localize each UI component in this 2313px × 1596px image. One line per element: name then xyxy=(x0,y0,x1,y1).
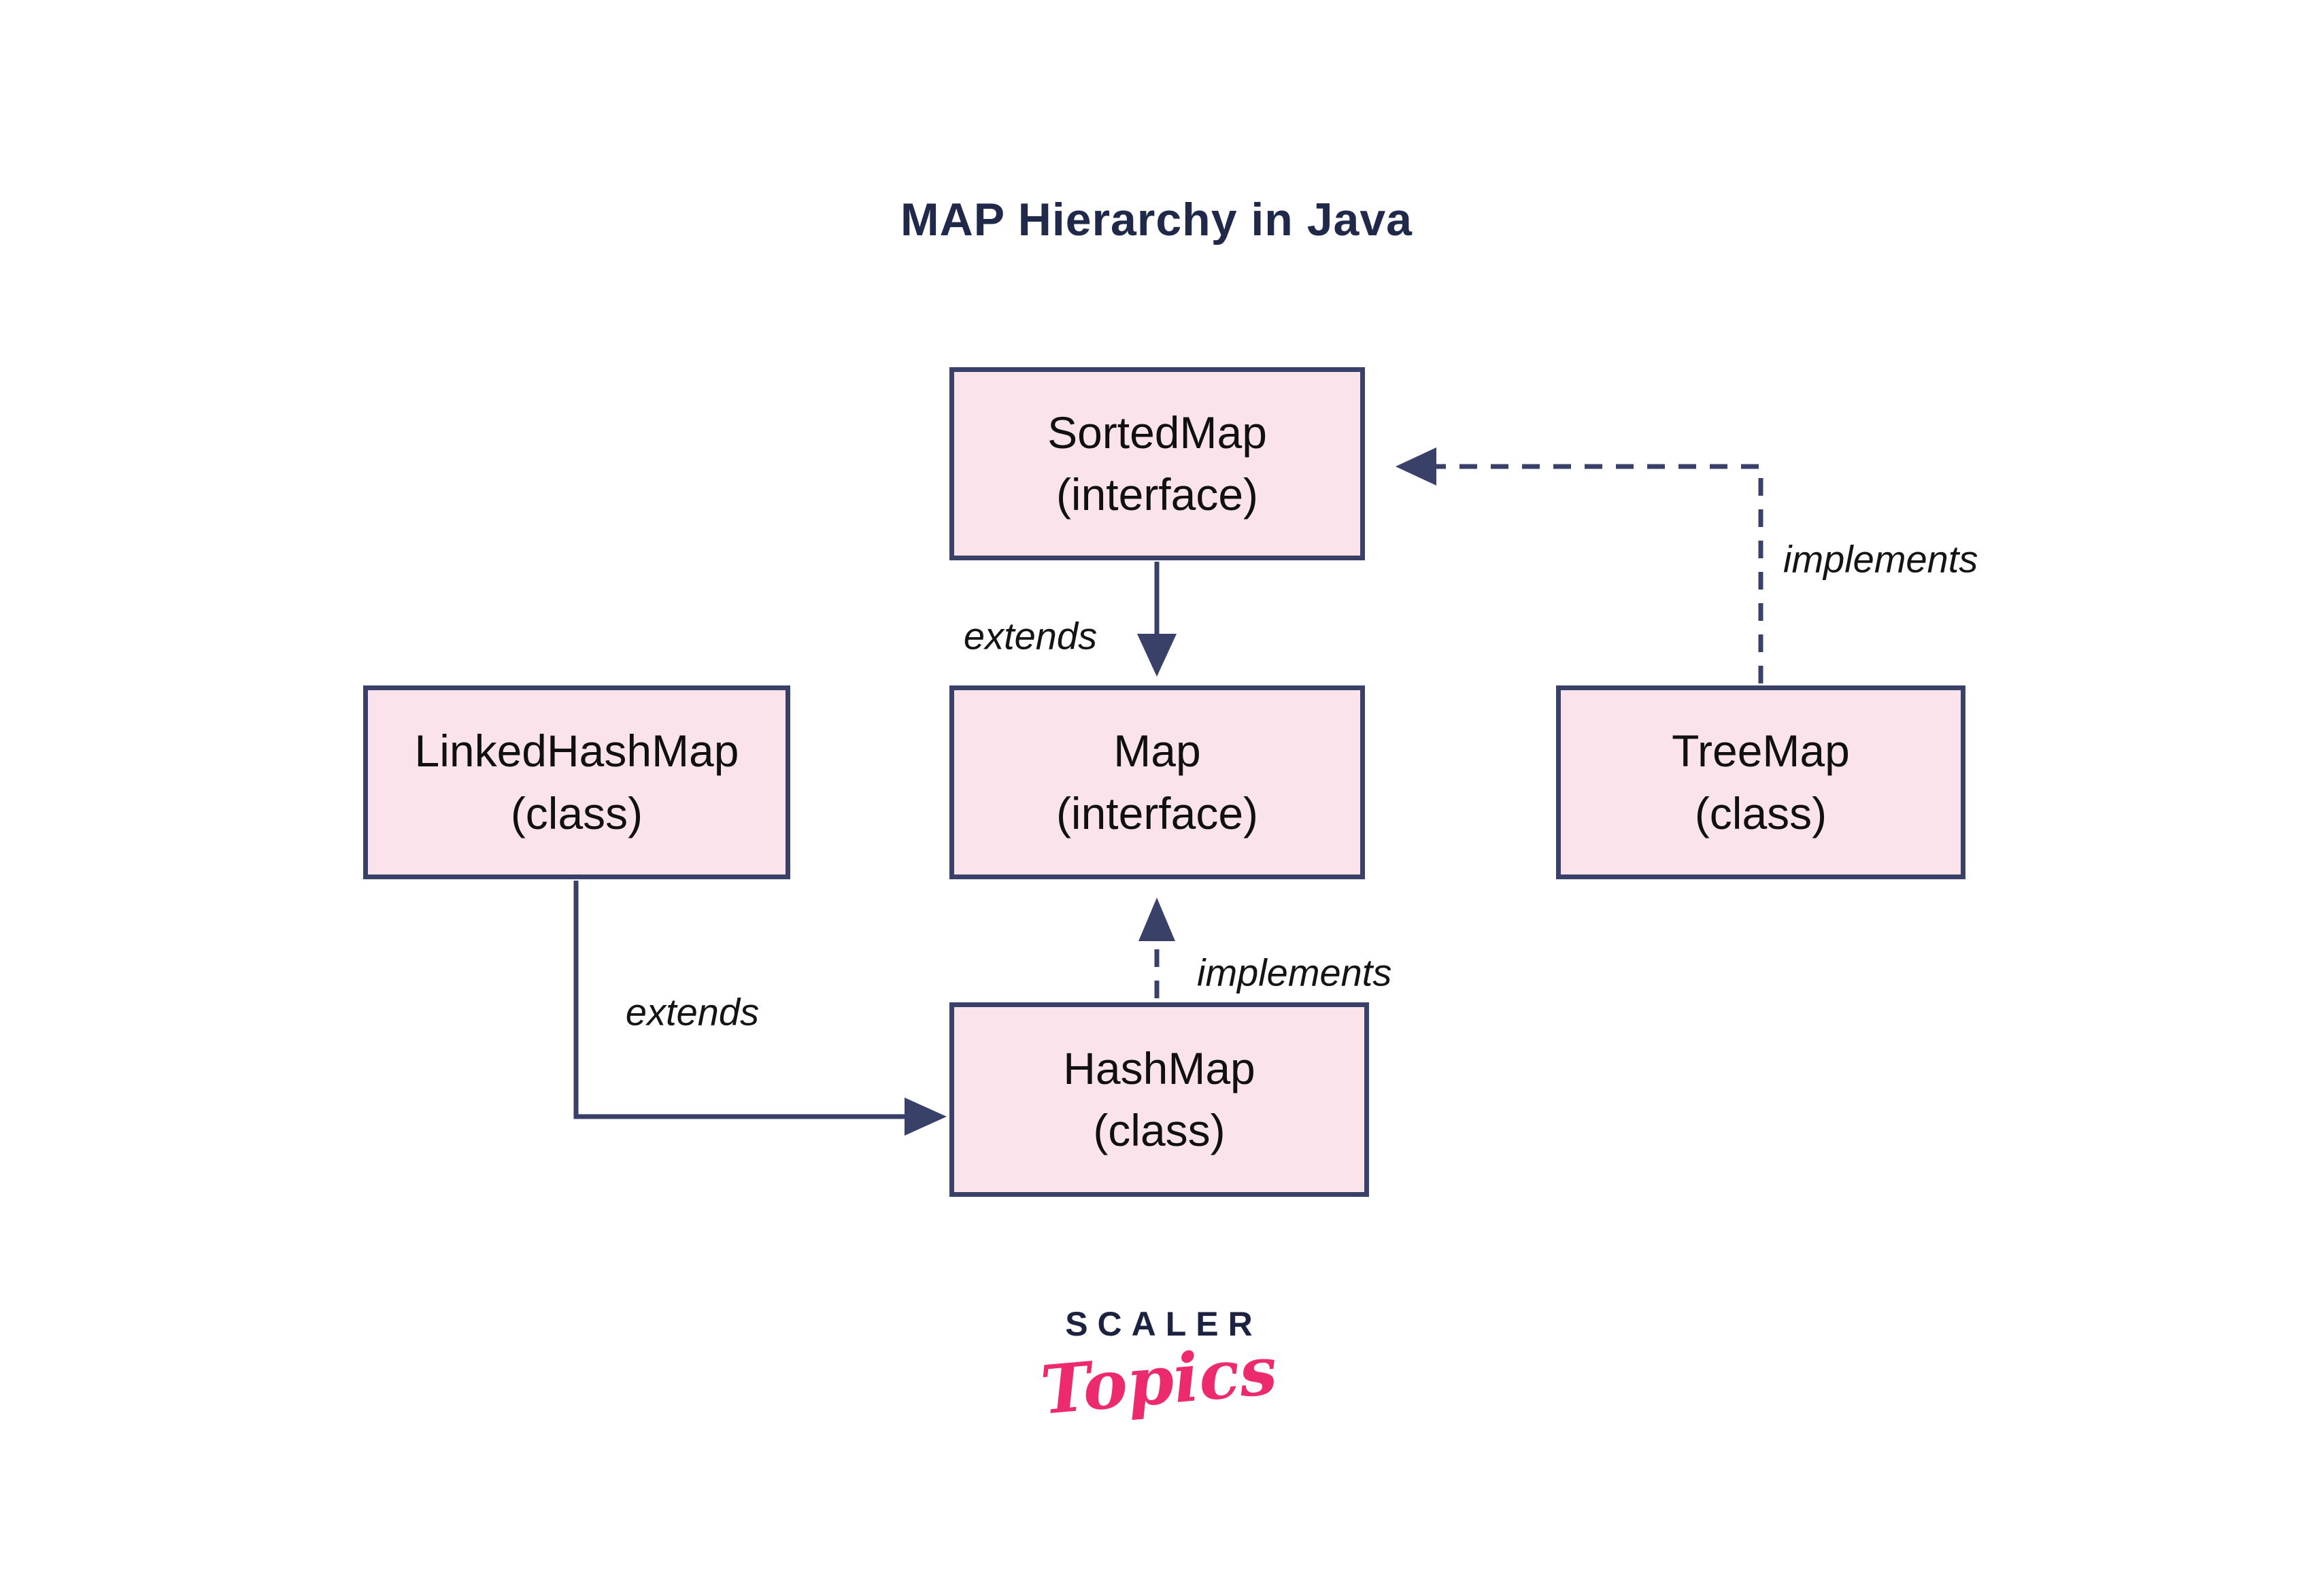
edge-label-implements-hashmap-map: implements xyxy=(1197,951,1392,994)
node-linkedhashmap: LinkedHashMap (class) xyxy=(363,685,790,879)
edge-label-implements-treemap-sortedmap: implements xyxy=(1783,537,1978,581)
node-treemap-label: TreeMap xyxy=(1672,726,1850,777)
node-sortedmap-label: SortedMap xyxy=(1047,407,1267,458)
arrow-down-icon xyxy=(1137,634,1177,677)
node-treemap: TreeMap (class) xyxy=(1556,685,1965,879)
node-map-sublabel: (interface) xyxy=(1056,787,1259,838)
edge-label-extends-linkedhashmap-hashmap: extends xyxy=(625,990,760,1034)
node-sortedmap: SortedMap (interface) xyxy=(949,367,1365,560)
logo-product-text: Topics xyxy=(1037,1331,1281,1430)
node-map-label: Map xyxy=(1113,726,1201,777)
scaler-topics-logo: SCALER Topics xyxy=(1038,1304,1280,1430)
node-sortedmap-sublabel: (interface) xyxy=(1056,469,1259,520)
node-hashmap: HashMap (class) xyxy=(949,1002,1369,1197)
arrow-up-icon xyxy=(1138,898,1175,941)
arrow-right-icon xyxy=(905,1098,947,1136)
node-hashmap-label: HashMap xyxy=(1063,1042,1255,1093)
edge-label-extends-sortedmap-map: extends xyxy=(963,614,1098,658)
edge-treemap-implements-sortedmap-line xyxy=(1428,464,1763,683)
logo-brand-text: SCALER xyxy=(1065,1305,1262,1343)
node-hashmap-sublabel: (class) xyxy=(1093,1105,1226,1155)
node-map: Map (interface) xyxy=(949,685,1365,879)
diagram-title: MAP Hierarchy in Java xyxy=(900,194,1413,245)
node-linkedhashmap-label: LinkedHashMap xyxy=(414,726,739,777)
node-linkedhashmap-sublabel: (class) xyxy=(510,787,643,838)
node-treemap-sublabel: (class) xyxy=(1694,787,1827,838)
arrow-left-icon xyxy=(1396,447,1436,486)
